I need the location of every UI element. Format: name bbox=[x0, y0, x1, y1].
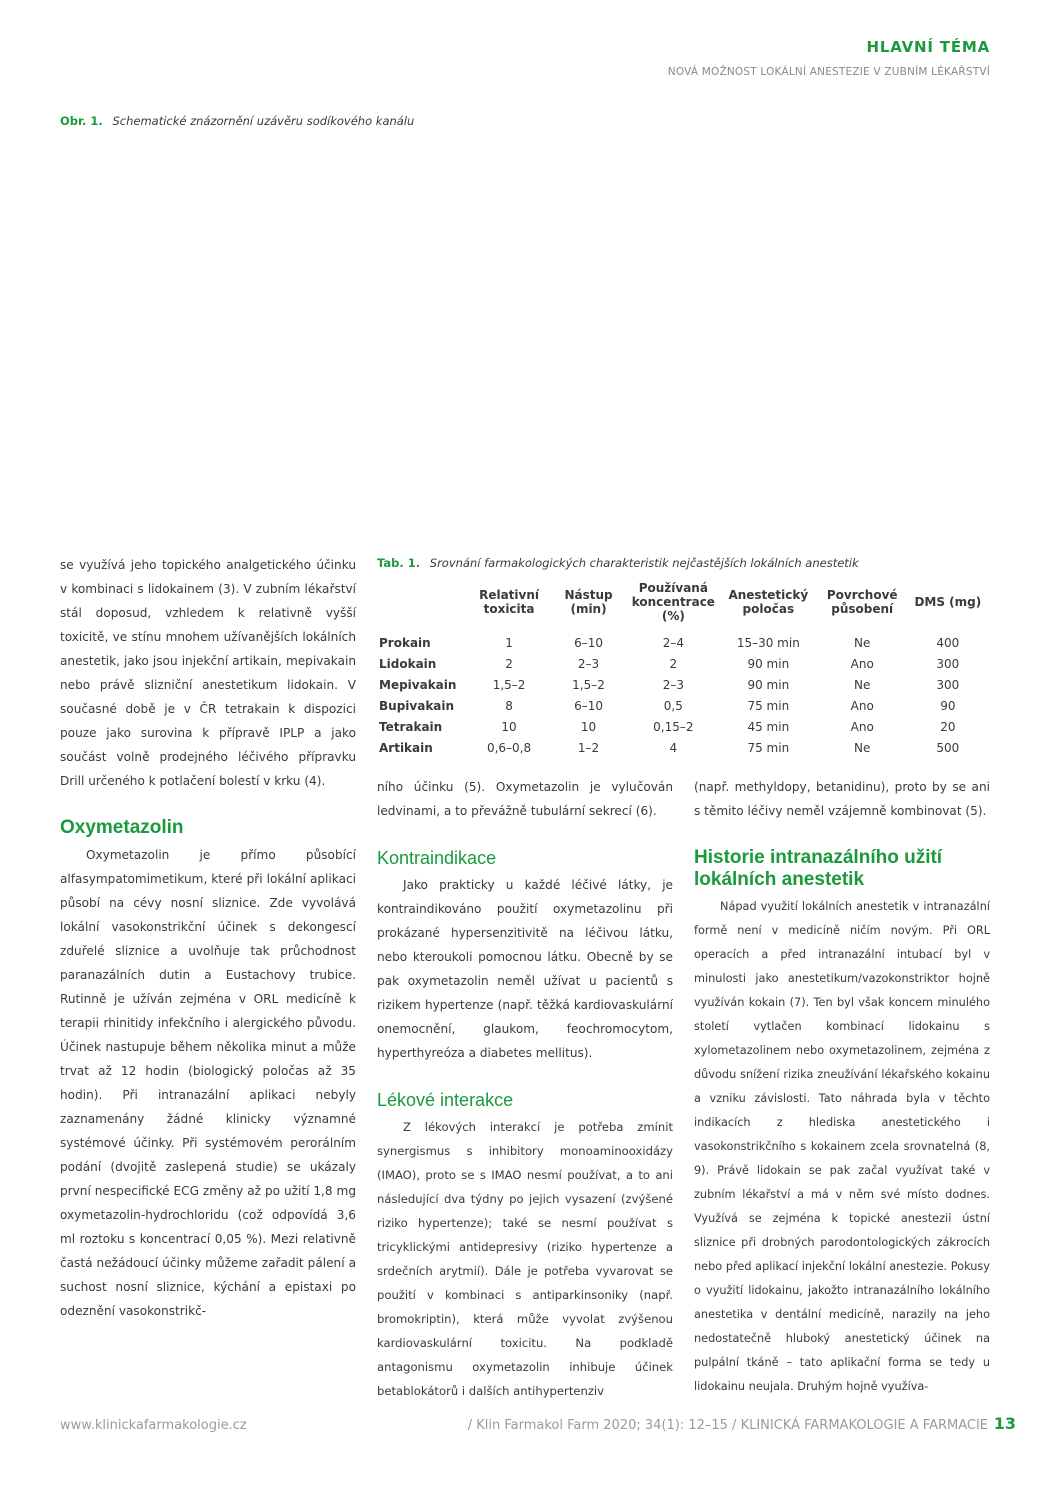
column-3: (např. methyldopy, betanidinu), proto by… bbox=[694, 775, 990, 1399]
table-cell: 15–30 min bbox=[736, 635, 800, 650]
header-topic: HLAVNÍ TÉMA bbox=[866, 38, 990, 56]
table-header-cell: Používaná koncentrace (%) bbox=[631, 581, 715, 623]
table-cell: 1,5–2 bbox=[492, 677, 526, 692]
table-cell: 0,5 bbox=[663, 698, 683, 713]
table-cell: 1,5–2 bbox=[572, 677, 605, 692]
figure-label: Obr. 1. bbox=[60, 114, 103, 128]
table-cell: Artikain bbox=[379, 740, 433, 755]
table-header-cell: Anestetický poločas bbox=[728, 588, 809, 616]
page-number: 13 bbox=[993, 1414, 1016, 1433]
table-cell: 0,6–0,8 bbox=[486, 740, 532, 755]
table-cell: Mepivakain bbox=[379, 677, 457, 692]
table-label: Tab. 1. bbox=[377, 556, 421, 570]
table-cell: 45 min bbox=[747, 719, 790, 734]
col2-continuation-paragraph: ního účinku (5). Oxymetazolin je vylučov… bbox=[377, 780, 673, 818]
table-cell: Ne bbox=[854, 635, 871, 650]
table-cell: 2 bbox=[505, 656, 513, 671]
table-cell: 75 min bbox=[747, 698, 790, 713]
table-header-row: Relativní toxicita Nástup (min) Používan… bbox=[377, 578, 989, 632]
table-cell: 500 bbox=[936, 740, 960, 755]
table-cell: 90 bbox=[940, 698, 956, 713]
column-2: ního účinku (5). Oxymetazolin je vylučov… bbox=[377, 775, 673, 1403]
table-cell: 4 bbox=[669, 740, 678, 755]
table-header-cell bbox=[377, 578, 469, 632]
table-cell: 90 min bbox=[747, 677, 790, 692]
table-cell: 75 min bbox=[747, 740, 790, 755]
table-cell: 10 bbox=[580, 719, 597, 734]
table-cell: 1 bbox=[505, 635, 513, 650]
column-1: se využívá jeho topického analgetického … bbox=[60, 553, 356, 1323]
table-caption-text: Srovnání farmakologických charakteristik… bbox=[429, 556, 859, 570]
table-cell: 6–10 bbox=[574, 635, 603, 650]
table-caption: Tab. 1. Srovnání farmakologických charak… bbox=[377, 556, 859, 570]
table-cell: Ne bbox=[854, 677, 871, 692]
table-cell: Ano bbox=[850, 719, 874, 734]
table-cell: 2–3 bbox=[662, 677, 684, 692]
table-header-cell: DMS (mg) bbox=[914, 595, 982, 609]
table-cell: 300 bbox=[936, 677, 960, 692]
table-cell: 400 bbox=[936, 635, 960, 650]
pharmacology-table: Relativní toxicita Nástup (min) Používan… bbox=[377, 578, 989, 758]
table-row: Artikain 0,6–0,8 1–2 4 75 min Ne 500 bbox=[377, 737, 989, 758]
footer-journal-citation: / Klin Farmakol Farm 2020; 34(1): 12–15 … bbox=[467, 1418, 988, 1433]
section-heading-oxymetazolin: Oxymetazolin bbox=[60, 817, 184, 838]
table-cell: Ano bbox=[850, 656, 874, 671]
table-cell: 1–2 bbox=[577, 740, 600, 755]
table-cell: 6–10 bbox=[574, 698, 603, 713]
col1-body-paragraph: Oxymetazolin je přímo působící alfasympa… bbox=[60, 848, 356, 1318]
table-cell: 10 bbox=[501, 719, 517, 734]
table-cell: 2–3 bbox=[577, 656, 600, 671]
section-heading-historie: Historie intranazálního užití lokálních … bbox=[694, 847, 943, 890]
table-cell: 300 bbox=[936, 656, 960, 671]
table-cell: Ano bbox=[850, 698, 874, 713]
section-heading-kontraindikace: Kontraindikace bbox=[377, 848, 497, 868]
table-row: Mepivakain 1,5–2 1,5–2 2–3 90 min Ne 300 bbox=[377, 674, 989, 695]
table-cell: 90 min bbox=[747, 656, 790, 671]
table-cell: Bupivakain bbox=[379, 698, 455, 713]
table-cell: 20 bbox=[940, 719, 956, 734]
figure-caption-text: Schematické znázornění uzávěru sodíkovéh… bbox=[112, 114, 415, 128]
header-subtitle: NOVÁ MOŽNOST LOKÁLNÍ ANESTEZIE V ZUBNÍM … bbox=[667, 66, 990, 78]
col3-continuation-paragraph: (např. methyldopy, betanidinu), proto by… bbox=[694, 780, 990, 818]
table-row: Bupivakain 8 6–10 0,5 75 min Ano 90 bbox=[377, 695, 989, 716]
table-header-cell: Nástup (min) bbox=[564, 588, 613, 616]
table-row: Lidokain 2 2–3 2 90 min Ano 300 bbox=[377, 653, 989, 674]
table-header-cell: Povrchové působení bbox=[826, 588, 898, 616]
col1-intro-paragraph: se využívá jeho topického analgetického … bbox=[60, 558, 356, 788]
table-cell: 2–4 bbox=[662, 635, 684, 650]
table-cell: 0,15–2 bbox=[653, 719, 694, 734]
table-cell: Lidokain bbox=[379, 656, 437, 671]
col2-kontraindikace-paragraph: Jako prakticky u každé léčivé látky, je … bbox=[377, 878, 673, 1060]
col3-body-paragraph: Nápad využití lokálních anestetik v intr… bbox=[694, 900, 990, 1393]
table-row: Tetrakain 10 10 0,15–2 45 min Ano 20 bbox=[377, 716, 989, 737]
table-header-cell: Relativní toxicita bbox=[479, 588, 539, 616]
footer-website: www.klinickafarmakologie.cz bbox=[60, 1418, 247, 1433]
table-cell: Tetrakain bbox=[379, 719, 443, 734]
section-heading-lekove-interakce: Lékové interakce bbox=[377, 1090, 514, 1110]
table-cell: Ne bbox=[854, 740, 871, 755]
table-cell: Prokain bbox=[379, 635, 431, 650]
figure-caption: Obr. 1. Schematické znázornění uzávěru s… bbox=[60, 114, 414, 128]
table-row: Prokain 1 6–10 2–4 15–30 min Ne 400 bbox=[377, 632, 989, 653]
table-cell: 8 bbox=[505, 698, 513, 713]
table-cell: 2 bbox=[669, 656, 678, 671]
col2-interakce-paragraph: Z lékových interakcí je potřeba zmínit s… bbox=[377, 1120, 673, 1398]
